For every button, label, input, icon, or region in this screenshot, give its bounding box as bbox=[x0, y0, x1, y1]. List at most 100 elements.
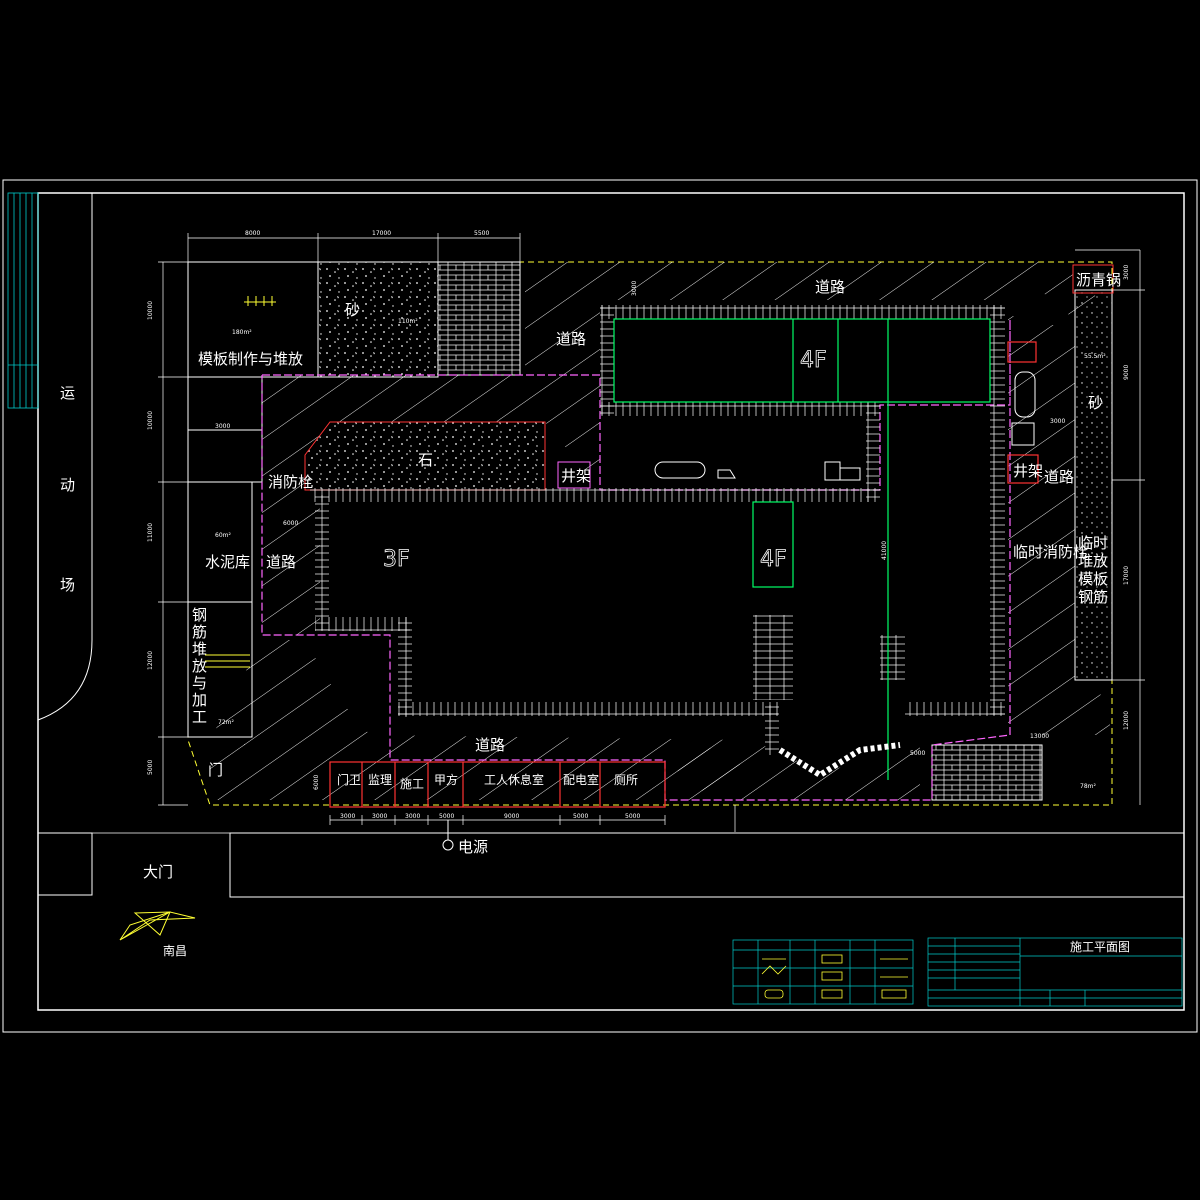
legend-table bbox=[732, 939, 914, 1005]
label-rebar-7: 工 bbox=[192, 708, 207, 726]
facility-row bbox=[329, 761, 666, 808]
label-area-cement: 60m² bbox=[215, 532, 231, 539]
north-arrow bbox=[119, 911, 196, 941]
sports-field-label-3: 场 bbox=[60, 576, 75, 594]
facility-supervisor: 监理 bbox=[368, 773, 392, 787]
dim-misc-5: 13000 bbox=[1030, 733, 1049, 740]
left-storage-zones bbox=[187, 261, 521, 738]
dim-misc-6: 6000 bbox=[313, 775, 320, 790]
main-gate-label: 大门 bbox=[143, 863, 173, 881]
dim-right-4: 12000 bbox=[1123, 711, 1130, 730]
dim-bottom-2: 3000 bbox=[372, 813, 387, 820]
label-gate: 门 bbox=[208, 761, 223, 779]
facility-toilet: 厕所 bbox=[614, 773, 638, 787]
dim-misc-2: 3000 bbox=[215, 423, 230, 430]
street-block bbox=[229, 832, 1185, 898]
label-temp-hydrant: 临时消防栓 bbox=[1013, 543, 1088, 561]
sports-field-label-2: 动 bbox=[60, 476, 75, 494]
label-road-bottom: 道路 bbox=[475, 736, 505, 754]
facility-power-room: 配电室 bbox=[563, 772, 599, 787]
scaffold bbox=[310, 305, 1005, 755]
label-road-top: 道路 bbox=[815, 278, 845, 296]
equipment-symbols bbox=[654, 371, 1036, 481]
label-temp-storage-3: 模板 bbox=[1078, 570, 1108, 588]
drawing-title: 施工平面图 bbox=[1070, 940, 1130, 954]
dim-bottom-5: 9000 bbox=[504, 813, 519, 820]
title-block bbox=[927, 937, 1183, 1007]
dim-right-2: 9000 bbox=[1123, 365, 1130, 380]
dim-left-2: 10000 bbox=[147, 411, 154, 430]
inner-frame bbox=[37, 192, 1185, 1011]
dim-left-3: 11000 bbox=[147, 523, 154, 542]
dim-bottom-7: 5000 bbox=[625, 813, 640, 820]
dim-left-4: 12000 bbox=[147, 651, 154, 670]
label-stone: 石 bbox=[418, 451, 433, 469]
dim-bottom-3: 3000 bbox=[405, 813, 420, 820]
label-hoist-right: 井架 bbox=[1013, 462, 1043, 480]
dim-misc-1: 6000 bbox=[283, 520, 298, 527]
right-sand-zone bbox=[1074, 289, 1113, 681]
label-area-formwork: 180m² bbox=[232, 329, 252, 336]
dim-bottom-6: 5000 bbox=[573, 813, 588, 820]
right-facility-boxes bbox=[1007, 341, 1039, 484]
building-outlines bbox=[613, 318, 991, 780]
brick-bottom-right bbox=[931, 744, 1043, 801]
north-label: 南昌 bbox=[163, 943, 187, 958]
facility-guard: 门卫 bbox=[337, 772, 361, 787]
dim-misc-8: 5000 bbox=[910, 750, 925, 757]
dim-misc-3: 3000 bbox=[1050, 418, 1065, 425]
label-temp-storage-1: 临时 bbox=[1078, 534, 1108, 552]
outer-frame bbox=[2, 179, 1198, 1033]
label-rebar-4: 放 bbox=[192, 657, 207, 675]
label-rebar-6: 加 bbox=[192, 691, 207, 709]
dim-top-2: 17000 bbox=[372, 230, 391, 237]
facility-contractor: 施工 bbox=[400, 777, 424, 791]
dim-misc-4: 41000 bbox=[881, 541, 888, 560]
dim-top-3: 5500 bbox=[474, 230, 489, 237]
label-area-right: 55.5m² bbox=[1084, 353, 1106, 360]
legend-symbols bbox=[761, 954, 908, 999]
label-cement: 水泥库 bbox=[205, 553, 250, 571]
building-4f-center-label: 4F bbox=[760, 547, 787, 572]
asphalt-box[interactable] bbox=[1072, 264, 1114, 294]
label-area-sand: 110m² bbox=[398, 318, 418, 325]
label-rebar-3: 堆 bbox=[192, 640, 207, 658]
formwork-symbol bbox=[244, 296, 276, 306]
dim-bottom-4: 5000 bbox=[439, 813, 454, 820]
dim-left-1: 10000 bbox=[147, 301, 154, 320]
label-temp-storage-4: 钢筋 bbox=[1078, 588, 1108, 606]
label-formwork: 模板制作与堆放 bbox=[198, 350, 303, 368]
building-4f-north-label: 4F bbox=[800, 348, 827, 373]
hoist-left-box[interactable] bbox=[557, 461, 591, 489]
label-rebar-2: 筋 bbox=[192, 623, 207, 641]
dim-left-5: 5000 bbox=[147, 760, 154, 775]
building-3f-label: 3F bbox=[383, 547, 410, 572]
label-road-left: 道路 bbox=[266, 553, 296, 571]
label-hydrant-left: 消防栓 bbox=[268, 473, 313, 491]
label-area-rebar: 72m² bbox=[218, 719, 234, 726]
rebar-symbol bbox=[205, 654, 250, 668]
label-rebar-1: 钢 bbox=[192, 606, 207, 624]
label-road-top-left: 道路 bbox=[556, 330, 586, 348]
dim-bottom-1: 3000 bbox=[340, 813, 355, 820]
label-area-br: 78m² bbox=[1080, 783, 1096, 790]
label-hoist-left: 井架 bbox=[561, 467, 591, 485]
dim-right-1: 3000 bbox=[1123, 265, 1130, 280]
sports-field-label-1: 运 bbox=[60, 384, 75, 402]
label-sand-left: 砂 bbox=[345, 301, 360, 319]
dim-top-1: 8000 bbox=[245, 230, 260, 237]
left-title-strip bbox=[7, 192, 39, 409]
label-rebar-5: 与 bbox=[192, 674, 207, 692]
dim-right-3: 17000 bbox=[1123, 566, 1130, 585]
dimension-lines bbox=[158, 233, 1145, 832]
dim-misc-7: 3000 bbox=[631, 281, 638, 296]
street-block-left bbox=[37, 832, 93, 896]
label-road-right: 道路 bbox=[1044, 468, 1074, 486]
facility-owner: 甲方 bbox=[434, 772, 458, 787]
label-asphalt: 沥青锅 bbox=[1076, 271, 1121, 289]
bottom-link-walk bbox=[778, 742, 901, 779]
sports-field-outline bbox=[37, 193, 93, 721]
facility-rest-room: 工人休息室 bbox=[484, 772, 544, 787]
label-sand-right: 砂 bbox=[1088, 394, 1103, 412]
